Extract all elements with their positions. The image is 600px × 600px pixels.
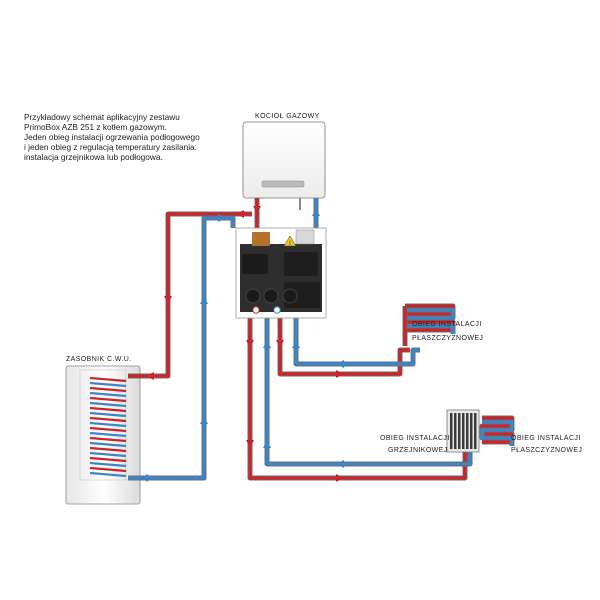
flow-arrow-icon [218,214,226,222]
warning-triangle-icon [283,235,297,247]
flow-arrow-icon [200,296,208,304]
description-line: i jeden obieg z regulacją temperatury za… [24,142,197,152]
radiator-return-pipe [265,318,472,466]
pump-icon [282,288,298,304]
tank-supply-pipe-outline [128,211,252,379]
tank-coil [89,376,127,478]
flow-arrow-icon [336,360,344,368]
description-line: Przykładowy schemat aplikacyjny zestawu [24,112,180,122]
flow-arrow-icon [312,208,320,216]
tank-coil-turn [89,421,127,428]
flow-arrow-icon [236,210,244,218]
floor1-supply-pipe [278,318,410,376]
tank-coil-turn [89,401,127,408]
floor1-return-pipe [294,318,420,366]
radiator-circuit-label-line1: OBIEG INSTALACJI [380,435,450,442]
floor-coil-loop-return [480,420,514,446]
radiator-circuit-label-line2: GRZEJNIKOWEJ [388,447,448,454]
tank-coil-turn [89,406,127,413]
radiator-fin [454,413,457,449]
flow-arrow-icon [263,340,271,348]
radiator-fin [450,413,453,449]
floor-circuit-2-label-line2: PŁASZCZYZNOWEJ [511,447,582,454]
tank-return-pipe [128,216,235,480]
tank-coil-turn [89,411,127,418]
tank-coil-turn [89,461,127,468]
valve-brass [252,232,270,246]
flow-arrow-icon [336,460,344,468]
tank-coil-turn [89,386,127,393]
tank-coil-turn [89,426,127,433]
radiator [446,409,480,453]
tank-coil-turn [89,451,127,458]
radiator-fin [466,413,469,449]
tank-coil-turn [89,416,127,423]
tank-coil-turn [89,396,127,403]
floor-circuit-1-label-line1: OBIEG INSTALACJI [412,321,482,328]
tank-return-pipe-outline [128,215,236,481]
flow-arrow-icon [246,440,254,448]
flow-arrow-icon [292,340,300,348]
radiator-fin [474,413,477,449]
radiator-fin [470,413,473,449]
floor-heating-coil-1 [402,303,456,346]
boiler-label: KOCIOŁ GAZOWY [255,113,320,120]
tank-label: ZASOBNIK C.W.U. [66,356,132,363]
tank-coil-turn [89,456,127,463]
flow-arrow-icon [146,474,154,482]
flow-arrow-icon [246,340,254,348]
description-text: Przykładowy schemat aplikacyjny zestawu … [24,112,264,162]
pump-icon [263,288,279,304]
gas-boiler [242,121,326,210]
tank-coil-turn [89,466,127,473]
pipe-network [128,198,473,482]
pump-icon [245,288,261,304]
description-line: instalacja grzejnikowa lub podłogowa. [24,152,163,162]
flow-arrow-icon [336,370,344,378]
floor-heating-coil-2 [479,415,515,446]
tank-coil-turn [89,471,127,478]
gauge-icon [252,306,260,314]
tank-coil-turn [89,391,127,398]
gauge-icon [273,306,281,314]
primobox-unit: ! [235,227,327,319]
flow-arrow-icon [200,416,208,424]
flow-arrow-icon [336,474,344,482]
flow-arrow-icon [263,440,271,448]
flow-arrow-icon [253,206,261,214]
flow-arrow-icon [164,296,172,304]
flow-arrow-icon [276,340,284,348]
tank-coil-turn [89,436,127,443]
floor-circuit-1-label-line2: PŁASZCZYZNOWEJ [412,335,483,342]
tank-supply-pipe [128,212,252,378]
radiator-fin [462,413,465,449]
description-line: PrimoBox AZB 251 z kotłem gazowym. [24,122,167,132]
tank-coil-turn [89,381,127,388]
floor-circuit-2-label-line1: OBIEG INSTALACJI [511,435,581,442]
tank-coil-turn [89,446,127,453]
tank-coil-turn [89,441,127,448]
description-line: Jeden obieg instalacji ogrzewania podłog… [24,132,200,142]
svg-text:!: ! [289,241,291,247]
tank-coil-turn [89,376,127,383]
flow-arrow-icon [146,372,154,380]
radiator-fin [458,413,461,449]
tank-coil-turn [89,431,127,438]
